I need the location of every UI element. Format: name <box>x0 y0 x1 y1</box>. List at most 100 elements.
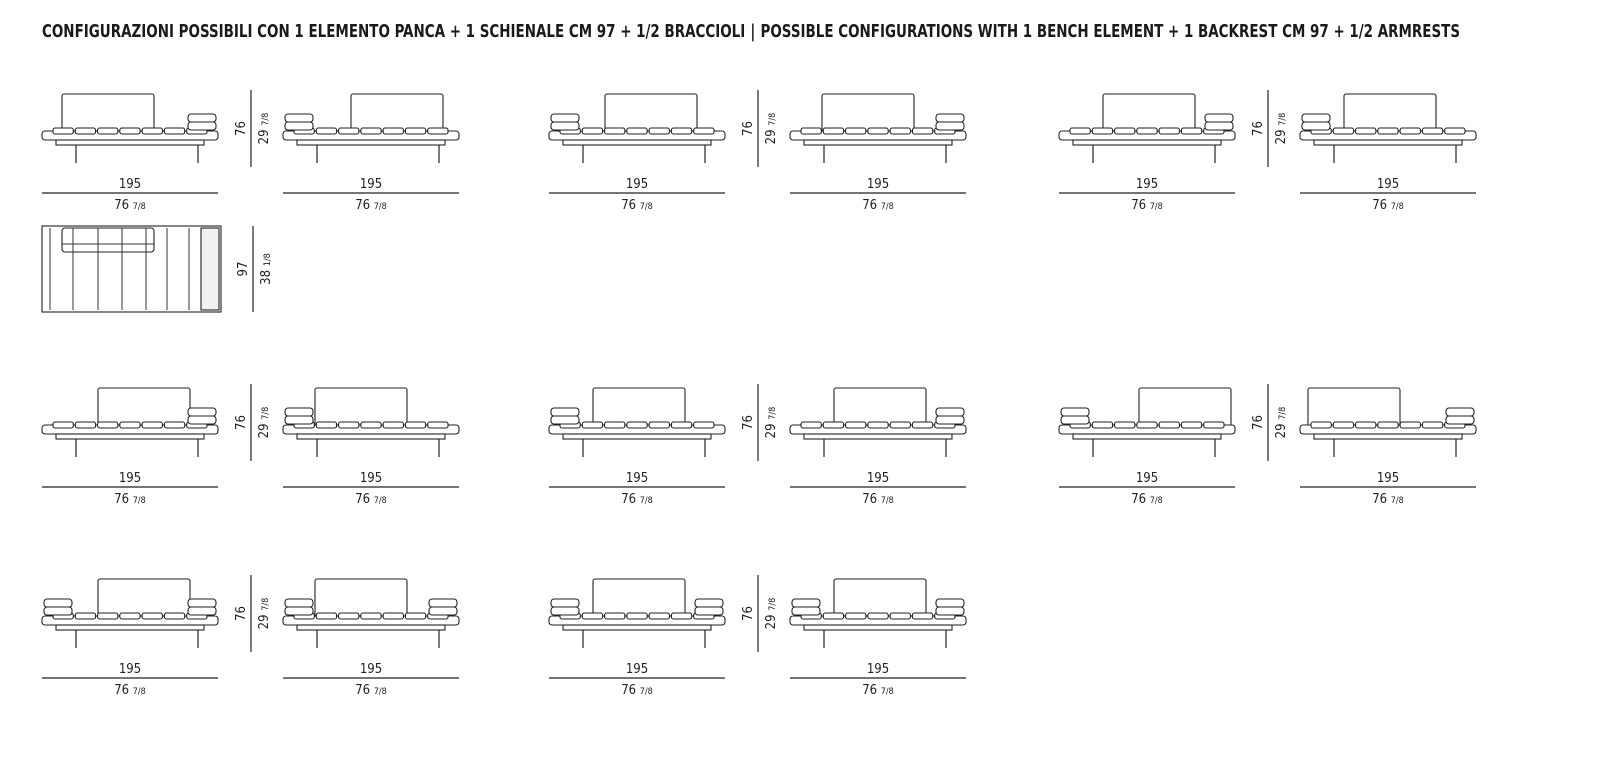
seat-cushion <box>338 612 360 620</box>
seat-cushion <box>119 127 141 135</box>
width-in-whole: 76 <box>862 492 881 507</box>
width-cm-label: 195 <box>867 471 889 486</box>
width-in-fraction: 7/8 <box>374 202 387 212</box>
backrest <box>314 387 408 427</box>
seat-cushion <box>581 127 604 135</box>
base-frame <box>1072 139 1222 146</box>
seat-cushion <box>52 127 74 135</box>
height-cm-label: 76 <box>234 415 249 430</box>
seat-cushion <box>74 421 97 429</box>
seat-cushion <box>1114 421 1136 429</box>
width-cm-label: 195 <box>119 662 141 677</box>
width-cm-label: 195 <box>867 662 889 677</box>
armrest-left <box>550 113 580 123</box>
width-cm-label: 195 <box>626 471 648 486</box>
armrest-right-base <box>1204 121 1234 131</box>
width-in-fraction: 7/8 <box>1391 496 1404 506</box>
armrest-left-base <box>284 606 314 616</box>
seat-cushion <box>822 612 845 620</box>
seat-cushion <box>1203 421 1225 429</box>
seat-cushion <box>163 421 186 429</box>
backrest <box>821 93 915 133</box>
base-frame <box>562 139 712 146</box>
width-in-label: 76 7/8 <box>862 198 894 213</box>
seat-cushion <box>97 127 119 135</box>
width-in-label: 76 7/8 <box>114 683 146 698</box>
base-frame <box>803 139 953 146</box>
width-in-label: 76 7/8 <box>621 683 653 698</box>
seat-cushion <box>360 127 382 135</box>
width-in-fraction: 7/8 <box>374 687 387 697</box>
base-frame <box>1072 433 1222 440</box>
width-cm-label: 195 <box>1377 471 1399 486</box>
height-in-whole: 29 <box>1274 420 1289 439</box>
width-cm-label: 195 <box>1377 177 1399 192</box>
seat-cushion <box>1421 127 1444 135</box>
seat-cushion <box>163 127 186 135</box>
width-in-fraction: 7/8 <box>881 687 894 697</box>
seat-cushion <box>141 127 163 135</box>
seat-cushion <box>889 421 911 429</box>
width-in-label: 76 7/8 <box>355 198 387 213</box>
seat-cushion <box>315 127 338 135</box>
height-in-fraction: 7/8 <box>1278 113 1288 126</box>
height-in-fraction: 7/8 <box>768 113 778 126</box>
seat-cushion <box>648 127 670 135</box>
seat-cushion <box>1158 127 1180 135</box>
armrest-right-base <box>187 121 217 131</box>
height-in-whole: 29 <box>257 611 272 630</box>
armrest-left-base <box>284 415 314 425</box>
base-frame <box>803 624 953 631</box>
width-in-fraction: 7/8 <box>374 496 387 506</box>
seat-cushion <box>1377 421 1399 429</box>
backrest <box>604 93 698 133</box>
armrest-right <box>187 598 217 608</box>
width-in-fraction: 7/8 <box>640 202 653 212</box>
seat-cushion <box>382 421 404 429</box>
seat-cushion <box>604 421 626 429</box>
height-in-label: 29 7/8 <box>257 407 272 439</box>
width-in-label: 76 7/8 <box>114 198 146 213</box>
height-in-label: 29 7/8 <box>257 598 272 630</box>
height-in-whole: 29 <box>1274 126 1289 145</box>
seat-cushion <box>97 421 119 429</box>
width-in-whole: 76 <box>114 683 133 698</box>
base-frame <box>55 433 205 440</box>
seat-cushion <box>867 421 889 429</box>
seat-cushion <box>845 421 867 429</box>
armrest-right-base <box>187 606 217 616</box>
seat-cushion <box>800 127 822 135</box>
height-in-whole: 29 <box>764 126 779 145</box>
seat-cushion <box>315 612 338 620</box>
height-in-label: 29 7/8 <box>764 598 779 630</box>
backrest <box>1307 387 1401 427</box>
seat-cushion <box>911 421 934 429</box>
height-in-fraction: 7/8 <box>261 598 271 611</box>
width-in-whole: 76 <box>114 492 133 507</box>
seat-cushion <box>626 127 648 135</box>
backrest <box>1343 93 1437 133</box>
seat-cushion <box>604 612 626 620</box>
seat-cushion <box>1310 421 1332 429</box>
base-frame <box>562 624 712 631</box>
seat-cushion <box>1421 421 1444 429</box>
height-in-fraction: 7/8 <box>261 407 271 420</box>
height-in-label: 29 7/8 <box>764 113 779 145</box>
armrest-right-base <box>935 415 965 425</box>
seat-cushion <box>889 127 911 135</box>
width-in-whole: 76 <box>1372 198 1391 213</box>
height-in-fraction: 7/8 <box>768 598 778 611</box>
armrest-right-base <box>1445 415 1475 425</box>
plan-armrest <box>200 227 220 311</box>
